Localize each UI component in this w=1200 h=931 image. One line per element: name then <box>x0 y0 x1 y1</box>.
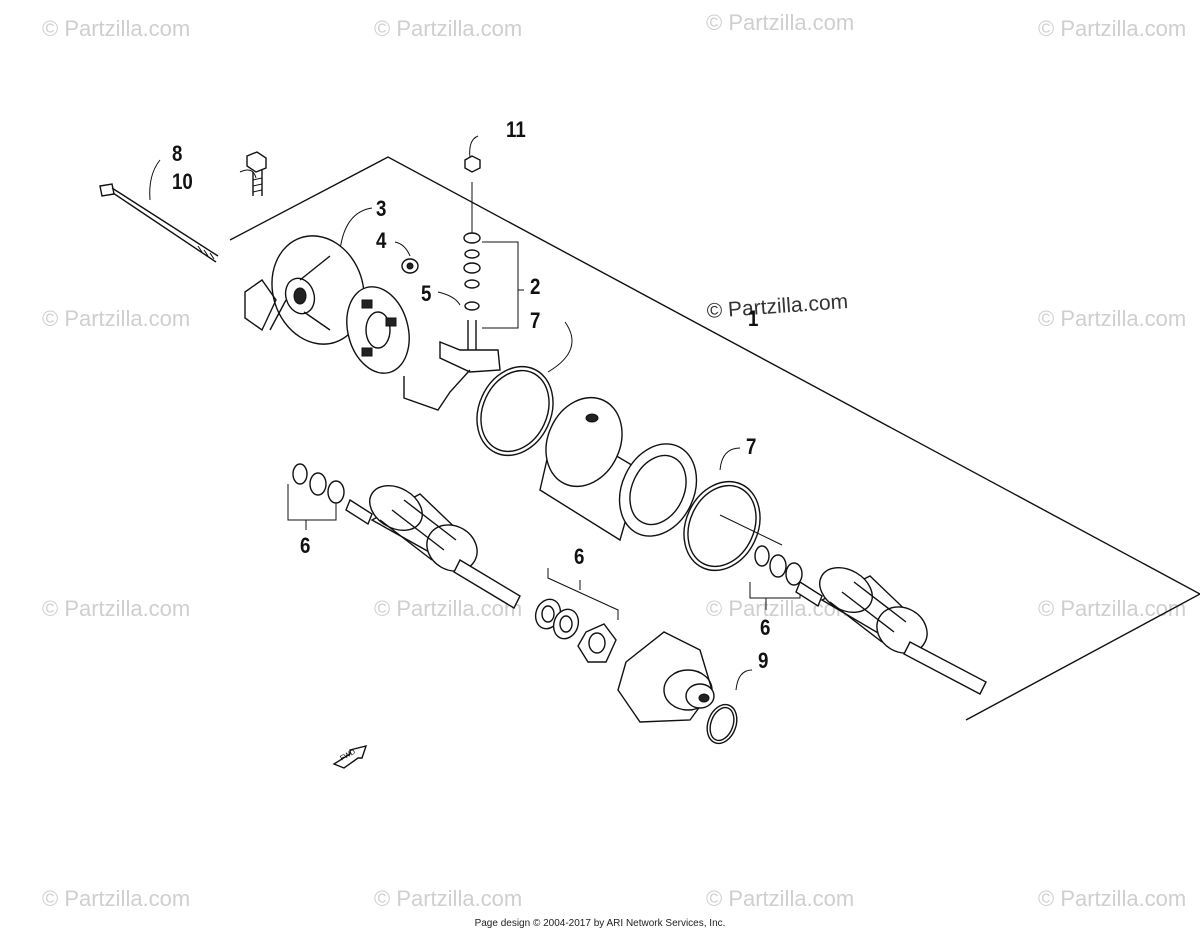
watermark: © Partzilla.com <box>706 886 855 911</box>
watermark: © Partzilla.com <box>42 16 191 41</box>
page-footer: Page design © 2004-2017 by ARI Network S… <box>474 918 726 929</box>
watermark: © Partzilla.com <box>42 596 191 621</box>
terminal-stack-part <box>403 155 501 411</box>
watermark: © Partzilla.com <box>706 10 855 35</box>
washer-set-left <box>292 463 345 504</box>
callout-6-middle[interactable]: 6 <box>574 544 585 569</box>
bearing-part <box>401 258 419 274</box>
callout-11[interactable]: 11 <box>506 117 526 142</box>
callout-6-left[interactable]: 6 <box>300 533 311 558</box>
watermark: © Partzilla.com <box>42 886 191 911</box>
callout-4[interactable]: 4 <box>376 228 387 253</box>
watermark: © Partzilla.com <box>1038 16 1187 41</box>
callout-10[interactable]: 10 <box>172 169 193 194</box>
callout-7-lower[interactable]: 7 <box>746 434 757 459</box>
short-bolt-part <box>246 151 267 196</box>
watermark: © Partzilla.com <box>1038 886 1187 911</box>
callout-2[interactable]: 2 <box>530 274 541 299</box>
o-ring-part <box>476 365 554 457</box>
callout-6-right[interactable]: 6 <box>760 615 771 640</box>
yoke-housing-part <box>539 396 698 542</box>
armature-right-part <box>795 567 987 695</box>
front-cover-part <box>617 631 715 723</box>
watermark: © Partzilla.com <box>1038 596 1187 621</box>
o-ring-small-part <box>706 703 738 745</box>
watermark: © Partzilla.com <box>374 16 523 41</box>
end-cover-part <box>244 235 365 345</box>
long-bolt-part <box>99 183 219 263</box>
callout-8[interactable]: 8 <box>172 141 183 166</box>
callout-3[interactable]: 3 <box>376 196 387 221</box>
watermark: © Partzilla.com <box>1038 306 1187 331</box>
fwd-arrow <box>332 745 368 769</box>
washer-set-middle <box>534 598 617 663</box>
callout-1[interactable]: 1 <box>748 306 759 331</box>
brush-plate-part <box>346 286 410 374</box>
washer-set-right <box>754 545 803 586</box>
callout-5[interactable]: 5 <box>421 281 432 306</box>
armature-left-part <box>345 485 521 609</box>
watermark: © Partzilla.com <box>42 306 191 331</box>
watermark: © Partzilla.com <box>374 596 523 621</box>
callout-7-upper[interactable]: 7 <box>530 308 541 333</box>
watermark: © Partzilla.com <box>374 886 523 911</box>
callout-9[interactable]: 9 <box>758 648 769 673</box>
